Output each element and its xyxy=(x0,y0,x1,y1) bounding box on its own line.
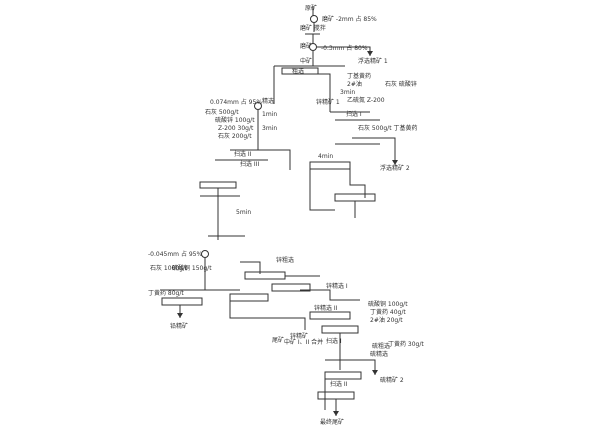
classifier-1 xyxy=(309,43,317,51)
scav1-label: 扫选 I xyxy=(326,337,342,345)
reagent-e: 石灰 500g/t xyxy=(205,108,239,116)
reagent-n: 丁黄药 40g/t xyxy=(370,308,406,316)
mid-ore-label: 中矿 I、II 合并 xyxy=(284,338,323,346)
zn-clean2-label: 锌精选 II xyxy=(314,304,338,312)
reagent-m: 硫酸铜 100g/t xyxy=(368,300,408,308)
tail-label: 尾矿 xyxy=(272,336,284,344)
zn-conc2-label: 浮选精矿 2 xyxy=(380,164,410,172)
reagent-g: Z-200 30g/t xyxy=(218,125,254,132)
fine-grind-mill xyxy=(201,250,209,258)
fine-grind-label: -0.045mm 占 95% xyxy=(148,250,202,258)
pb-cleaner-cell xyxy=(199,181,237,189)
cleaner-cell-2 xyxy=(309,161,351,170)
zn-clean1-cell xyxy=(271,283,311,292)
arrow-2 xyxy=(392,160,398,165)
zn-clean2-cell xyxy=(229,293,269,302)
tail-s-label: 最终尾矿 xyxy=(320,418,344,426)
arrow-3 xyxy=(177,313,183,318)
time-1min: 1min xyxy=(262,111,277,118)
sp2-label: 扫选 II xyxy=(234,150,252,158)
reagent-c: 石灰 硫酸锌 xyxy=(385,80,417,88)
reagent-h: 石灰 200g/t xyxy=(218,132,252,140)
s-rough-label: 硫粗选 xyxy=(372,342,390,350)
zn-clean1-label: 锌精选 I xyxy=(326,282,348,290)
fineness-label: -0.3mm 占 80% xyxy=(321,44,368,52)
zn-scav-cell xyxy=(309,311,351,320)
reagent-time-3min: 3min xyxy=(340,89,355,96)
grind1-sub-label: 磨矿 搅拌 xyxy=(300,24,326,32)
reagent-i: 石灰 500g/t 丁基黄药 xyxy=(358,124,417,132)
zn-rougher-cell xyxy=(161,297,203,306)
zn-rough-cell xyxy=(244,271,286,280)
sp3-label: 扫选 III xyxy=(240,160,259,168)
zn-final-label: 锌精矿 xyxy=(290,332,308,340)
sp1-label: 扫选 I xyxy=(346,110,362,118)
zn-conc-label: 锌精矿 1 xyxy=(316,98,340,106)
s-conc-label: 硫精矿 2 xyxy=(380,376,404,384)
reagent-f: 硫酸锌 100g/t xyxy=(215,116,255,124)
reagent-o: 2#油 20g/t xyxy=(370,316,403,324)
cyclone xyxy=(254,102,262,110)
rougher-cell xyxy=(281,67,319,75)
arrow-1 xyxy=(367,51,373,56)
reagent-a: 丁基黄药 xyxy=(347,72,371,80)
s-clean-label: 硫精选 xyxy=(370,350,388,358)
grinding-mill-1 xyxy=(310,15,318,23)
grind1-label: 磨矿 -2mm 占 85% xyxy=(322,15,377,23)
reagent-p: 丁黄药 30g/t xyxy=(388,340,424,348)
time-3min: 3min xyxy=(262,125,277,132)
s-clean-cell xyxy=(317,391,355,400)
time-4min: 4min xyxy=(318,153,333,160)
reagent-l: 丁黄药 80g/t xyxy=(148,289,184,297)
cleaner-label: 精选 xyxy=(262,97,274,105)
zn-rough-label: 锌粗选 xyxy=(276,256,294,264)
regrind-label: 磨矿 xyxy=(300,42,312,50)
zn-scav2-cell xyxy=(321,325,359,334)
reagent-b: 2#油 xyxy=(347,80,362,88)
middling-label: 中矿 xyxy=(300,57,312,65)
reagent-k: 硫酸铜 150g/t xyxy=(172,264,212,272)
arrow-4 xyxy=(333,411,339,416)
arrow-5 xyxy=(372,370,378,375)
ore-label: 原矿 xyxy=(305,4,317,12)
cyclone-label: 0.074mm 占 95% xyxy=(210,98,262,106)
reagent-d: 乙硫氮 Z-200 xyxy=(347,96,385,104)
time-5min: 5min xyxy=(236,209,251,216)
pb-rough-label: 粗选 xyxy=(292,67,304,75)
cleaner-cell-3 xyxy=(334,193,376,202)
tailing1-label: 浮选精矿 1 xyxy=(358,57,388,65)
reagent-j: 石灰 1000g/t xyxy=(150,264,188,272)
scav2-label: 扫选 II xyxy=(330,380,348,388)
s-rough-cell xyxy=(324,371,362,380)
pb-conc-label: 铅精矿 xyxy=(170,322,188,330)
